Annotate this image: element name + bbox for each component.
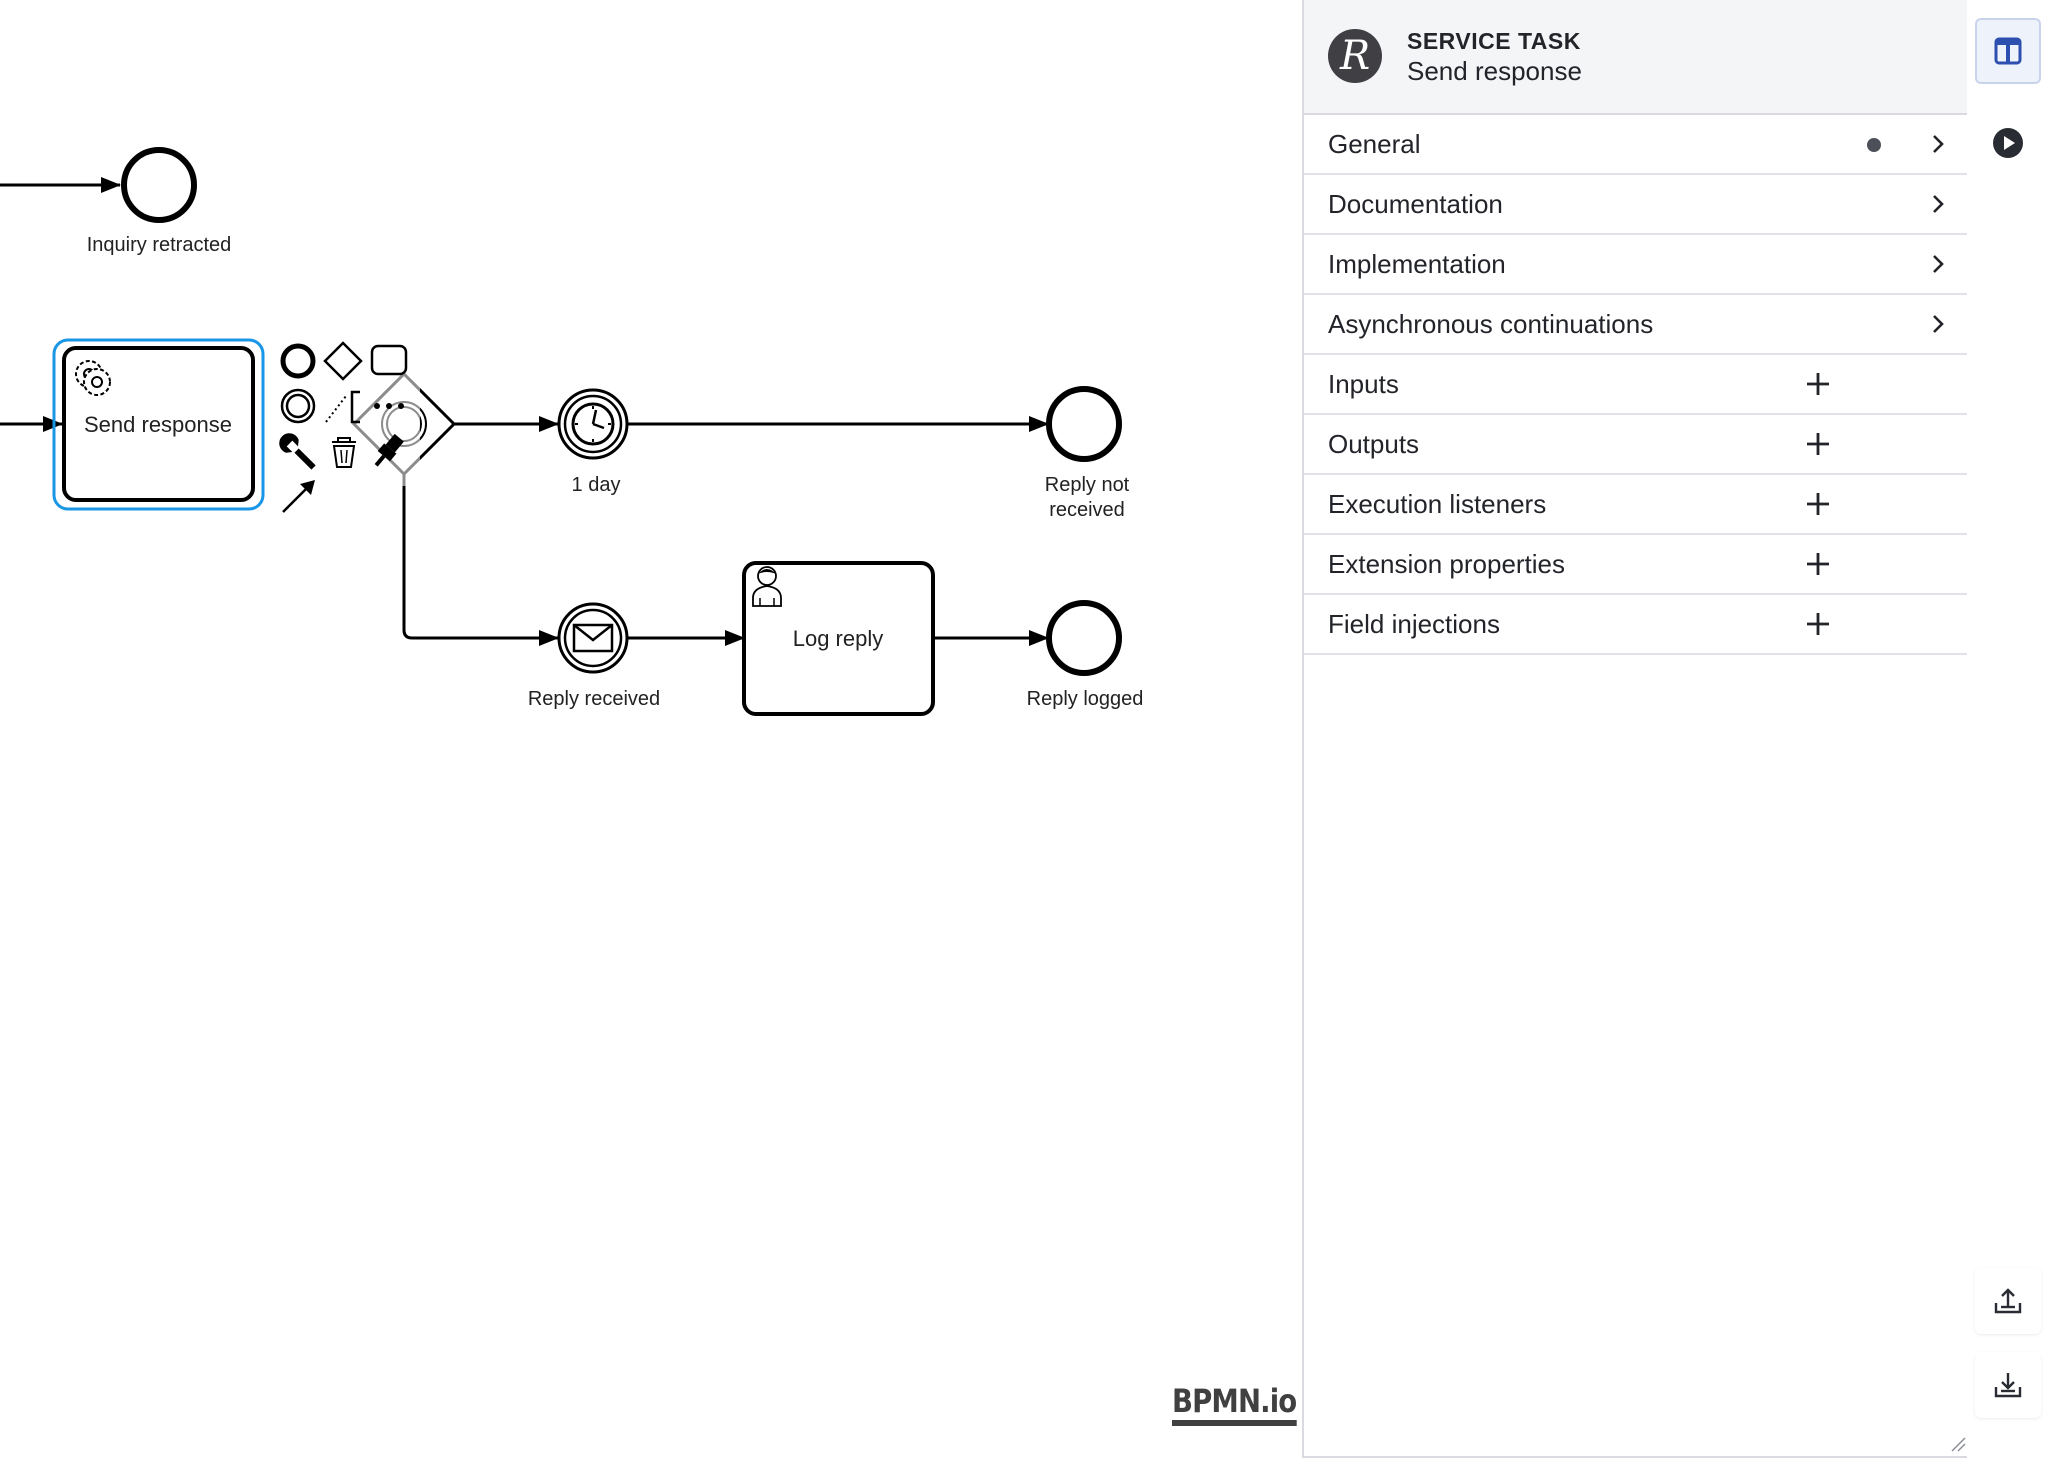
timer-event-1-day[interactable] xyxy=(557,388,629,460)
group-documentation[interactable]: Documentation xyxy=(1304,175,1967,235)
element-name: Send response xyxy=(1407,56,1582,86)
trash-icon[interactable] xyxy=(332,437,356,468)
more-icon[interactable] xyxy=(374,403,404,409)
text-annotation-icon[interactable] xyxy=(325,390,360,424)
log-reply-label: Log reply xyxy=(793,626,884,651)
plus-icon[interactable] xyxy=(1805,371,1831,397)
group-execution-listeners[interactable]: Execution listeners xyxy=(1304,475,1967,535)
reply-logged-label: Reply logged xyxy=(1027,688,1144,710)
timer-clock-icon xyxy=(571,402,615,446)
toggle-properties-panel-button[interactable] xyxy=(1975,18,2041,84)
service-task-send-response[interactable]: Send response xyxy=(52,338,265,511)
send-response-label: Send response xyxy=(84,412,232,437)
chevron-right-icon xyxy=(1933,255,1944,273)
chevron-right-icon xyxy=(1933,195,1944,213)
chevron-right-icon xyxy=(1933,135,1944,153)
group-label: Extension properties xyxy=(1328,549,1566,579)
plus-icon[interactable] xyxy=(1805,551,1831,577)
service-gear-icon xyxy=(75,360,111,396)
logo-letter: R xyxy=(1339,33,1371,79)
inquiry-retracted-label: Inquiry retracted xyxy=(87,234,232,256)
element-type: SERVICE TASK xyxy=(1407,28,1581,54)
group-outputs[interactable]: Outputs xyxy=(1304,415,1967,475)
sequence-flow-gateway-to-message[interactable] xyxy=(402,474,559,646)
group-label: Field injections xyxy=(1328,609,1500,639)
group-label: Execution listeners xyxy=(1328,489,1547,519)
properties-panel-header: R SERVICE TASK Send response xyxy=(1304,0,1967,115)
context-pad xyxy=(270,336,420,513)
group-label: Asynchronous continuations xyxy=(1328,309,1654,339)
run-button[interactable] xyxy=(1975,110,2041,176)
user-task-log-reply[interactable]: Log reply xyxy=(742,561,935,716)
plus-icon[interactable] xyxy=(1805,491,1831,517)
connect-arrow-icon[interactable] xyxy=(282,480,315,513)
group-label: Implementation xyxy=(1328,249,1506,279)
message-event-reply-received[interactable] xyxy=(557,602,629,674)
task-icon[interactable] xyxy=(370,344,408,376)
group-extension-properties[interactable]: Extension properties xyxy=(1304,535,1967,595)
timer-label: 1 day xyxy=(572,474,621,496)
group-inputs[interactable]: Inputs xyxy=(1304,355,1967,415)
group-implementation[interactable]: Implementation xyxy=(1304,235,1967,295)
group-general[interactable]: General xyxy=(1304,115,1967,175)
right-toolbar xyxy=(1967,0,2048,1464)
play-icon xyxy=(1993,128,2023,158)
deploy-button[interactable] xyxy=(1975,1268,2041,1334)
element-type-logo: R xyxy=(1328,29,1382,83)
properties-panel: R SERVICE TASK Send response General Doc… xyxy=(1302,0,1967,1458)
panel-resize-handle[interactable] xyxy=(1950,1436,1966,1452)
download-icon xyxy=(1994,1373,2022,1398)
data-marker-dot xyxy=(1867,138,1881,152)
end-event-reply-not-received[interactable] xyxy=(1046,386,1122,462)
chevron-right-icon xyxy=(1933,315,1944,333)
end-event-reply-logged[interactable] xyxy=(1046,600,1122,676)
plus-icon[interactable] xyxy=(1805,611,1831,637)
group-label: General xyxy=(1328,129,1421,159)
end-event-inquiry-retracted[interactable] xyxy=(121,147,197,223)
deploy-icon xyxy=(1994,1288,2022,1314)
plus-icon[interactable] xyxy=(1805,431,1831,457)
group-field-injections[interactable]: Field injections xyxy=(1304,595,1967,655)
color-icon[interactable] xyxy=(370,433,405,471)
group-label: Outputs xyxy=(1328,429,1420,459)
end-event-icon[interactable] xyxy=(280,343,316,379)
gateway-icon[interactable] xyxy=(323,341,363,381)
group-label: Documentation xyxy=(1328,189,1503,219)
properties-panel-icon xyxy=(1994,37,2022,65)
reply-not-received-label-line1: Reply not xyxy=(1045,474,1130,496)
bpmn-io-watermark[interactable]: BPMN.io xyxy=(1172,1384,1297,1426)
message-envelope-icon xyxy=(572,623,614,653)
group-asynchronous-continuations[interactable]: Asynchronous continuations xyxy=(1304,295,1967,355)
reply-received-label: Reply received xyxy=(528,688,660,710)
wrench-icon[interactable] xyxy=(275,429,321,475)
download-button[interactable] xyxy=(1975,1352,2041,1418)
diagram-canvas[interactable]: Inquiry retracted Send response xyxy=(0,0,1302,1464)
user-icon xyxy=(752,566,782,607)
group-label: Inputs xyxy=(1328,369,1399,399)
intermediate-event-icon[interactable] xyxy=(280,388,316,424)
reply-not-received-label-line2: received xyxy=(1049,499,1125,521)
